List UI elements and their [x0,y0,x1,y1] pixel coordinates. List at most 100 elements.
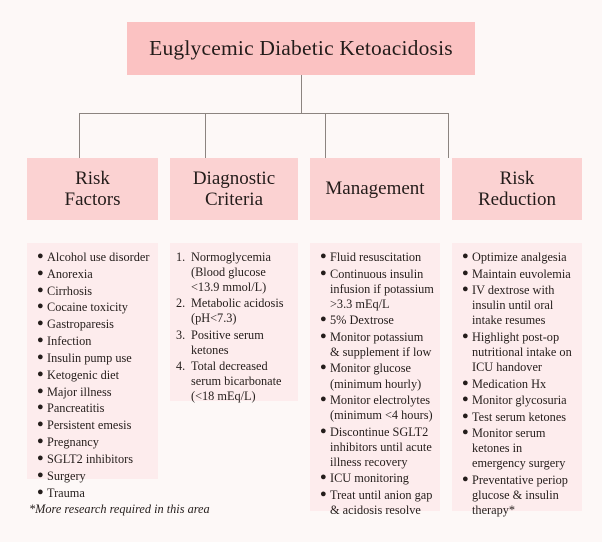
column-header-diagnostic-criteria-line2: Criteria [204,189,263,210]
list-item: ●Ketogenic diet [33,368,152,383]
bullet-icon: ● [37,283,44,296]
list-item: ●Monitor potassium & supplement if low [316,330,434,360]
list-item-label: Monitor glycosuria [472,393,567,408]
list-item: ●Medication Hx [458,377,576,392]
connector-drop-management [325,113,326,158]
list-item: ●Insulin pump use [33,351,152,366]
list-item: ●Persistent emesis [33,418,152,433]
bullet-icon: ● [37,300,44,313]
list-risk-reduction: ●Optimize analgesia ●Maintain euvolemia … [458,250,576,518]
bullet-icon: ● [37,418,44,431]
diagram-title: Euglycemic Diabetic Ketoacidosis [149,36,453,60]
list-item: ●Anorexia [33,267,152,282]
list-item-label: Alcohol use disorder [47,250,150,264]
bullet-icon: ● [37,266,44,279]
list-item-label: Gastroparesis [47,317,114,332]
bullet-icon: ● [320,266,327,279]
column-body-management: ●Fluid resuscitation ●Continuous insulin… [310,243,440,517]
bullet-icon: ● [37,250,44,262]
bullet-icon: ● [37,384,44,397]
list-item-label: Pregnancy [47,435,99,450]
column-header-risk-factors-line1: Risk [75,167,110,189]
bullet-icon: ● [37,350,44,363]
list-item-label: Positive serum ketones [191,327,264,357]
list-item: ●Test serum ketones [458,410,576,425]
list-item: ●Discontinue SGLT2 inhibitors until acut… [316,425,434,470]
list-item: ●Monitor electrolytes (minimum <4 hours) [316,393,434,423]
bullet-icon: ● [320,424,327,437]
list-item-label: Preventative periop glucose & insulin th… [472,472,568,517]
list-item-label: Test serum ketones [472,409,567,424]
list-item-label: Monitor serum ketones in emergency surge… [472,426,566,471]
column-header-risk-factors: Risk Factors [27,158,158,220]
list-item: ●Optimize analgesia [458,250,576,265]
list-item: ●Infection [33,334,152,349]
bullet-icon: ● [320,250,327,262]
bullet-icon: ● [37,317,44,330]
list-item-label: Trauma [47,485,85,500]
column-header-diagnostic-criteria: Diagnostic Criteria [170,158,298,220]
list-risk-factors: ●Alcohol use disorder ●Anorexia ●Cirrhos… [33,250,152,501]
list-item: ●Preventative periop glucose & insulin t… [458,473,576,518]
bullet-icon: ● [462,250,469,262]
connector-drop-risk-reduction [448,113,449,158]
list-item: ●Alcohol use disorder [33,250,152,265]
list-item-label: Pancreatitis [47,401,105,416]
bullet-icon: ● [462,426,469,439]
list-item: ●Monitor glycosuria [458,393,576,408]
list-item: ●Pregnancy [33,435,152,450]
list-item: 3. Positive serum ketones [176,328,292,358]
list-item: ●IV dextrose with insulin until oral int… [458,283,576,328]
list-item: ●Continuous insulin infusion if potassiu… [316,267,434,312]
column-header-risk-reduction: Risk Reduction [452,158,582,220]
list-item: ●Treat until anion gap & acidosis resolv… [316,488,434,518]
list-item-label: Continuous insulin infusion if potassium… [330,266,434,311]
bullet-icon: ● [320,361,327,374]
list-item-label: Total decreased serum bicarbonate (<18 m… [191,359,282,404]
bullet-icon: ● [462,376,469,389]
bullet-icon: ● [37,451,44,464]
bullet-icon: ● [37,435,44,448]
list-item: ●Surgery [33,469,152,484]
list-item-label: Cirrhosis [47,283,93,298]
list-item-label: Surgery [47,468,86,483]
connector-drop-risk-factors [79,113,80,158]
list-item: ●Cirrhosis [33,284,152,299]
list-item-label: Persistent emesis [47,418,132,433]
list-item: 2.Metabolic acidosis (pH<7.3) [176,296,292,326]
bullet-icon: ● [320,471,327,484]
bullet-icon: ● [37,401,44,414]
list-item-label: Discontinue SGLT2 inhibitors until acute… [330,424,432,469]
list-item-label: Monitor electrolytes (minimum <4 hours) [330,393,433,423]
list-item-label: SGLT2 inhibitors [47,451,133,466]
column-header-management-line1: Management [325,178,425,200]
list-item: ●5% Dextrose [316,313,434,328]
column-body-risk-factors: ●Alcohol use disorder ●Anorexia ●Cirrhos… [27,243,158,500]
list-item-label: Insulin pump use [47,350,132,365]
column-header-risk-reduction-line1: Risk [499,167,535,189]
list-item-label: Normoglycemia (Blood glucose <13.9 mmol/… [191,250,271,294]
list-item: ●Monitor glucose (minimum hourly) [316,361,434,391]
bullet-icon: ● [320,313,327,326]
list-item: ●Monitor serum ketones in emergency surg… [458,426,576,471]
column-header-risk-factors-line2: Factors [64,189,121,210]
list-item: 1.Normoglycemia (Blood glucose <13.9 mmo… [176,250,292,295]
list-item: ●SGLT2 inhibitors [33,452,152,467]
list-item-label: 5% Dextrose [330,313,394,328]
list-item-label: Major illness [47,384,112,399]
list-item-label: Monitor glucose (minimum hourly) [330,361,422,391]
list-number: 2. [176,296,186,311]
bullet-icon: ● [462,283,469,296]
list-item: ●Major illness [33,385,152,400]
bullet-icon: ● [37,485,44,498]
list-number: 3. [176,327,186,342]
list-item-label: Maintain euvolemia [472,266,571,281]
list-item: ●Pancreatitis [33,401,152,416]
bullet-icon: ● [462,472,469,485]
list-item: ●Highlight post-op nutritional intake on… [458,330,576,375]
footnote: *More research required in this area [29,502,210,516]
list-item-label: Medication Hx [472,376,547,391]
column-header-diagnostic-criteria-line1: Diagnostic [192,167,276,189]
bullet-icon: ● [462,409,469,422]
